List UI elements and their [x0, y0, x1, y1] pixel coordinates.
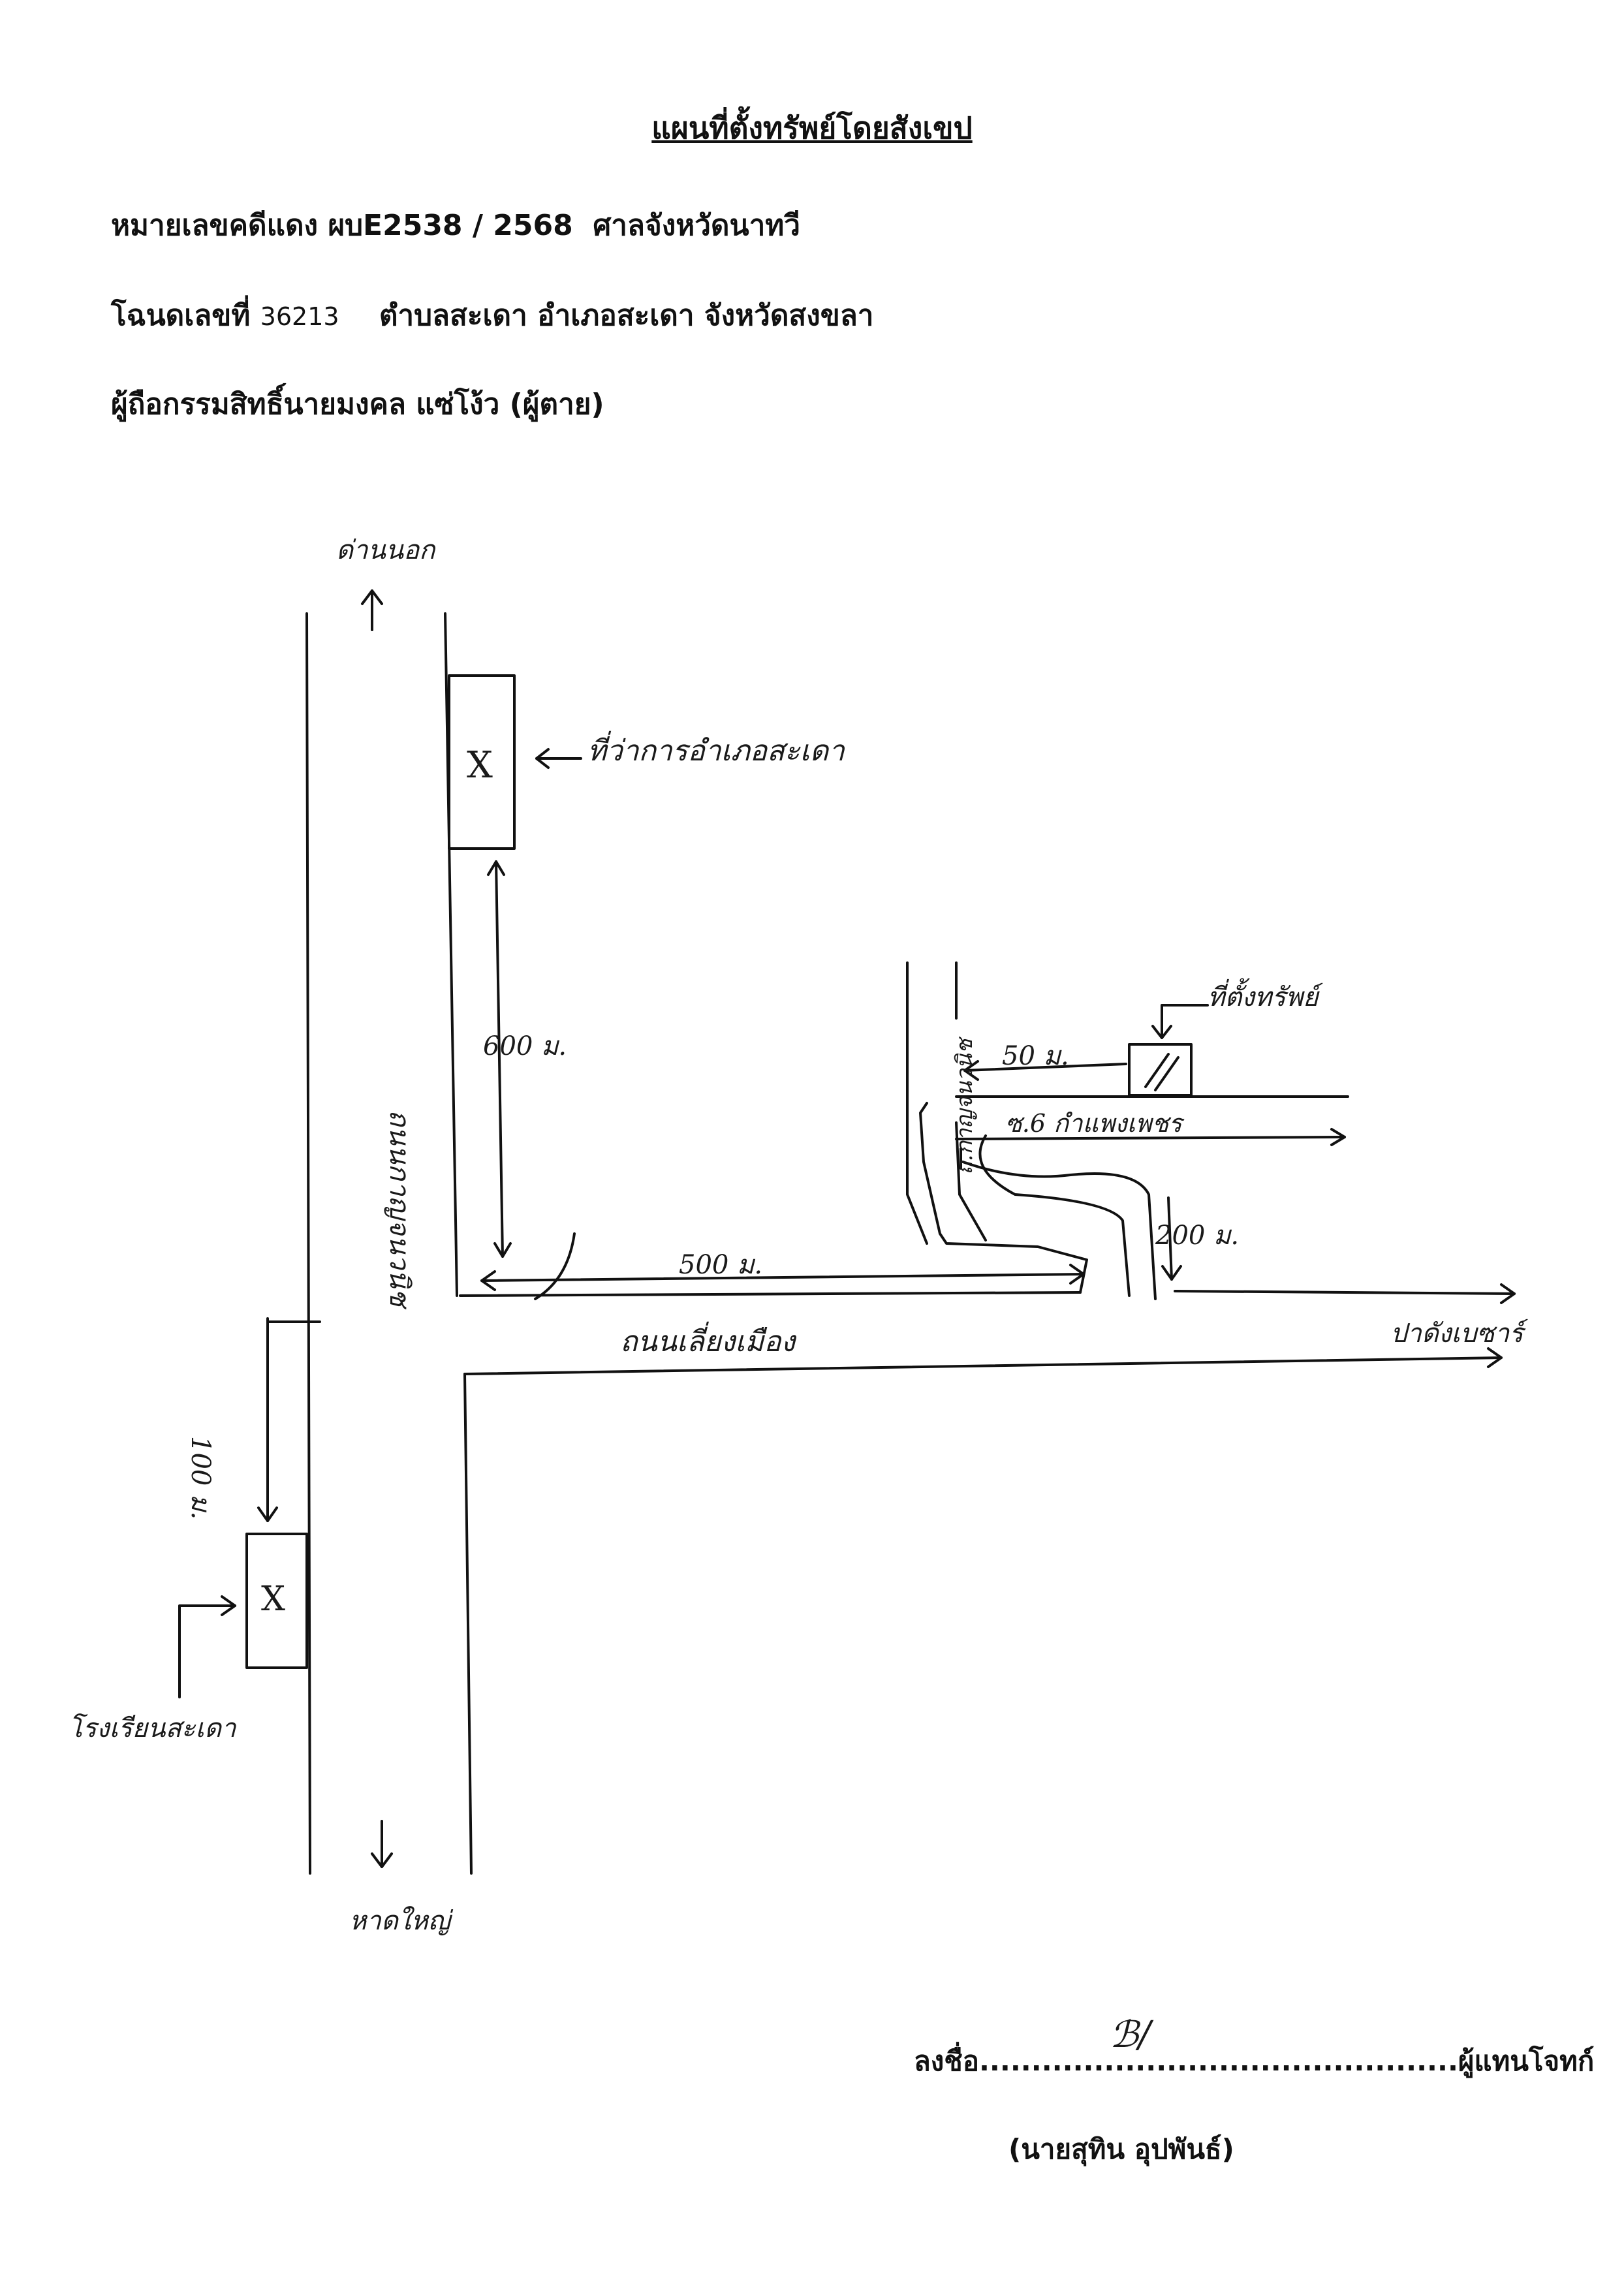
- property-hatch-1: [1144, 1053, 1170, 1088]
- label-600: 600 ม.: [483, 1031, 567, 1061]
- measure-50-head: [963, 1060, 979, 1081]
- label-soi: ซ.6 กำแพงเพชร: [1005, 1109, 1182, 1138]
- measure-500-right-head: [1069, 1264, 1085, 1285]
- main-road-right-edge-lower: [463, 1373, 473, 1875]
- label-right-destination: ปาดังเบซาร์: [1390, 1319, 1523, 1349]
- signature-scribble: ℬ/: [1110, 2014, 1151, 2056]
- deed-location: ตำบลสะเดา อำเภอสะเดา จังหวัดสงขลา: [379, 299, 874, 332]
- label-property: ที่ตั้งทรัพย์: [1208, 982, 1319, 1012]
- measure-200: [1167, 1196, 1173, 1281]
- court-name: ศาลจังหวัดนาทวี: [593, 209, 801, 242]
- label-100: 100 ม.: [185, 1436, 215, 1520]
- measure-600: [495, 860, 504, 1258]
- label-top-destination: ด่านนอก: [336, 535, 435, 565]
- cross-road-upper-connector: [919, 1102, 1088, 1294]
- arrow-north-head: [361, 589, 383, 605]
- label-cross-road: ถนนเลี่ยงเมือง: [620, 1325, 796, 1358]
- soi-lower-edge: [955, 1136, 1346, 1140]
- cross-road-lower-edge: [463, 1356, 1503, 1375]
- right-road-edge: [1174, 1290, 1516, 1295]
- scribble-mark: [534, 1232, 576, 1300]
- case-line: หมายเลขคดีแดง ผบE2538 / 2568 ศาลจังหวัดน…: [111, 202, 800, 248]
- deed-line: โฉนดเลขที่ 36213 ตำบลสะเดา อำเภอสะเดา จั…: [111, 292, 874, 338]
- mark-school-x: X: [261, 1580, 286, 1619]
- owner-line: ผู้ถือกรรมสิทธิ์นายมงคล แซ่โง้ว (ผู้ตาย): [111, 388, 604, 421]
- side-road-right-edge-lower: [955, 1121, 987, 1241]
- measure-200-head: [1161, 1265, 1182, 1281]
- side-road-left-edge: [906, 961, 928, 1245]
- measure-100-head: [257, 1507, 278, 1522]
- district-office-arrow-head: [535, 748, 550, 769]
- label-50: 50 ม.: [1002, 1041, 1069, 1071]
- connector-upper: [961, 1161, 1157, 1300]
- signer-name: (นายสุทิน อุปพันธ์): [1008, 2133, 1234, 2165]
- right-road-lower-head: [1487, 1347, 1503, 1368]
- document-title: แผนที่ตั้งทรัพย์โดยสังเขป: [651, 110, 973, 146]
- label-school: โรงเรียนสะเดา: [69, 1713, 236, 1743]
- label-200: 200 ม.: [1155, 1221, 1240, 1251]
- label-side-road: ถ.กาญจนวนิช: [952, 1038, 978, 1175]
- deed-label: โฉนดเลขที่: [111, 299, 251, 332]
- school-pointer-head: [221, 1595, 236, 1616]
- main-road-right-edge-upper: [444, 612, 458, 1297]
- label-500: 500 ม.: [679, 1250, 763, 1280]
- measure-50: [963, 1063, 1127, 1072]
- label-main-road: ถนนกาญจนวนิช: [384, 1110, 416, 1307]
- measure-600-bottom-head: [493, 1242, 512, 1258]
- cross-road-upper-edge: [459, 1291, 1082, 1297]
- district-office-box: [448, 674, 516, 850]
- main-road-left-edge: [305, 612, 311, 1875]
- soi-arrow-head: [1330, 1128, 1346, 1146]
- arrow-south-head: [371, 1852, 393, 1868]
- label-district-office: ที่ว่าการอำเภอสะเดา: [587, 734, 845, 768]
- property-hatch-2: [1154, 1056, 1179, 1091]
- measure-600-top-head: [487, 860, 505, 876]
- case-number: หมายเลขคดีแดง ผบE2538 / 2568: [111, 209, 573, 242]
- signature-line: ลงชื่อ..................................…: [914, 2045, 1595, 2077]
- label-bottom-destination: หาดใหญ่: [349, 1906, 450, 1936]
- measure-500: [480, 1273, 1085, 1282]
- connector-lower: [978, 1134, 1131, 1297]
- deed-number: 36213: [260, 302, 339, 331]
- school-box: [245, 1533, 308, 1669]
- right-road-head: [1500, 1283, 1516, 1304]
- property-arrow: [1161, 1004, 1209, 1039]
- property-box: [1128, 1043, 1193, 1097]
- measure-500-left-head: [480, 1270, 496, 1291]
- property-arrow-head: [1151, 1025, 1172, 1039]
- school-pointer: [178, 1604, 236, 1698]
- mark-office-x: X: [467, 744, 493, 787]
